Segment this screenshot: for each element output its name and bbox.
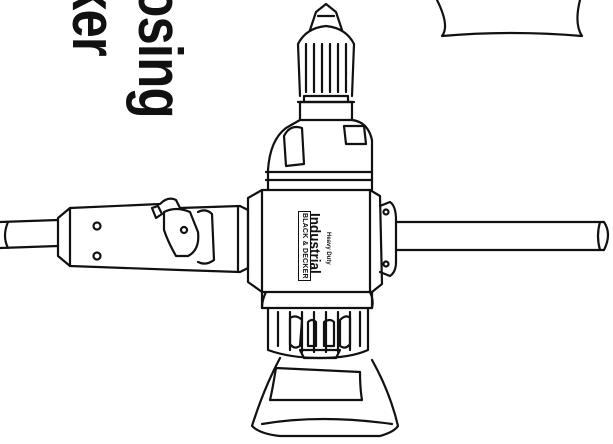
product-name: Industrial <box>306 213 323 274</box>
side-handle <box>394 220 610 252</box>
trigger <box>150 204 164 220</box>
chuck <box>296 24 356 98</box>
spade-handle <box>250 356 400 438</box>
brand-logo-box <box>298 211 311 281</box>
lower-housing <box>260 290 374 310</box>
partial-shape-top-right <box>435 0 584 38</box>
headline-line1: oosing <box>125 0 194 118</box>
headline-line2: ker <box>59 0 128 56</box>
rear-handle <box>56 197 250 274</box>
product-subtitle: Heavy Duty <box>325 232 331 265</box>
motor-housing <box>246 188 384 294</box>
power-cord <box>0 218 60 250</box>
